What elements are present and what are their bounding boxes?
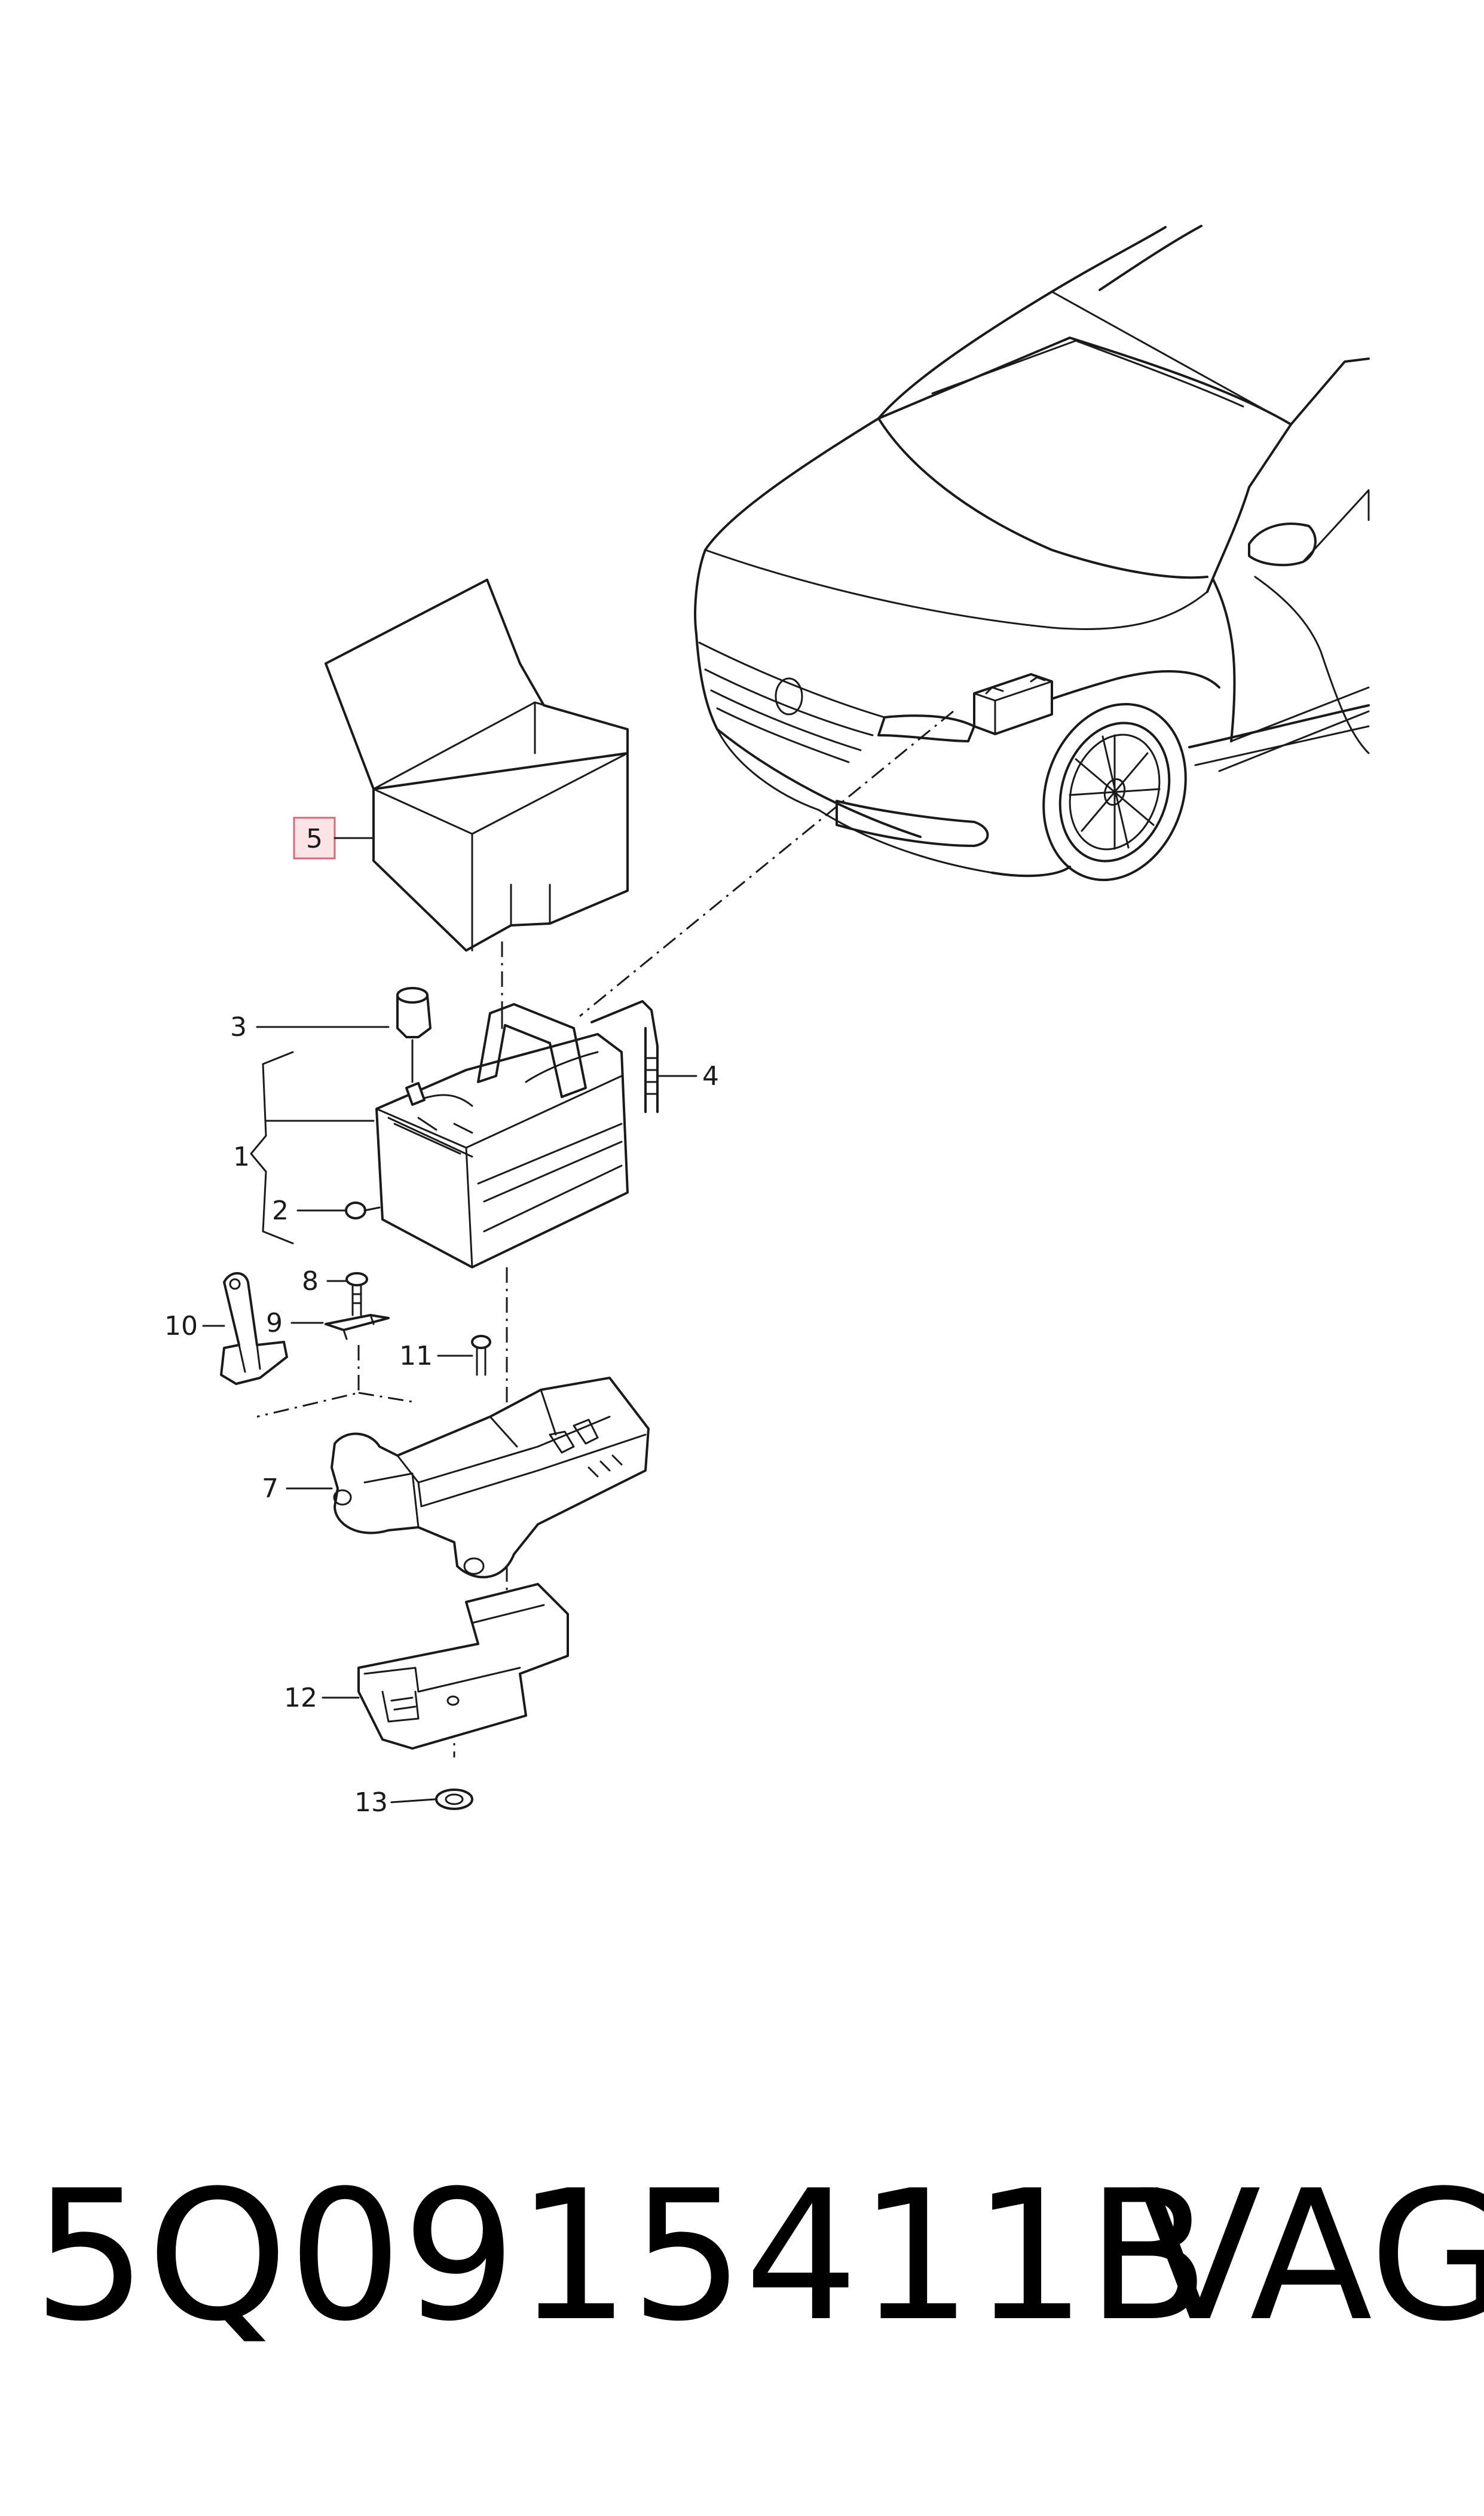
callout-9: 9 <box>266 1308 283 1338</box>
callout-5: 5 <box>306 824 323 854</box>
callout-1: 1 <box>233 1142 250 1172</box>
tray-bolt <box>471 1335 491 1376</box>
battery-insulation-box <box>325 579 629 952</box>
callout-labels: 1 2 3 4 5 7 8 9 10 11 12 13 <box>164 817 719 1818</box>
callout-2: 2 <box>272 1196 289 1226</box>
bracket <box>220 1272 288 1385</box>
callout-10: 10 <box>164 1311 198 1341</box>
vent-hose <box>590 1000 659 1113</box>
brand-label: VAG <box>1139 2152 1484 2361</box>
vehicle-illustration <box>694 225 1370 882</box>
retaining-clip <box>435 1789 473 1810</box>
terminal-cap <box>396 987 432 1083</box>
callout-5-highlight <box>293 817 336 860</box>
battery <box>375 1003 629 1268</box>
part-number-footer: 5Q0915411B VAG <box>33 2152 1484 2361</box>
tray-insulation-pad <box>357 1583 569 1750</box>
callout-7: 7 <box>262 1473 279 1504</box>
callout-11: 11 <box>399 1341 433 1371</box>
battery-tray <box>331 1377 650 1579</box>
hold-down-bolt-and-clamp <box>325 1272 390 1340</box>
callout-3: 3 <box>230 1012 247 1043</box>
callout-12: 12 <box>284 1683 317 1713</box>
callout-8: 8 <box>302 1266 319 1297</box>
callout-13: 13 <box>354 1787 388 1818</box>
part-number: 5Q0915411B <box>33 2152 1210 2361</box>
plug-screw <box>345 1202 381 1219</box>
callout-4: 4 <box>702 1061 719 1092</box>
